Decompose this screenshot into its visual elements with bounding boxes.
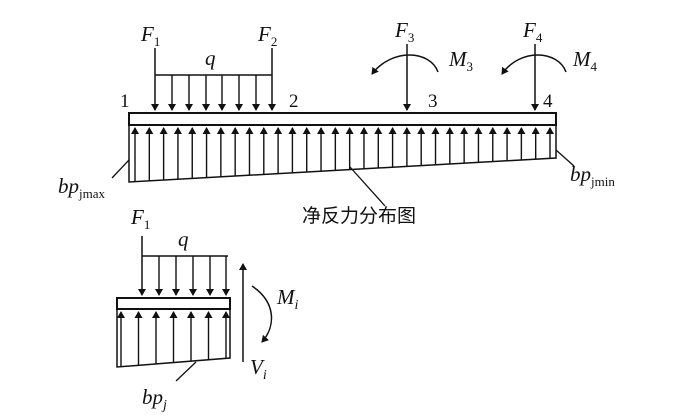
- f3-label: F3: [394, 18, 414, 45]
- vi-symbol: V: [250, 355, 265, 379]
- mi-label: Mi: [276, 285, 299, 313]
- distributed-load-arrows: [168, 75, 260, 111]
- diagram-caption: 净反力分布图: [302, 205, 416, 227]
- f2-label: F2: [257, 22, 277, 49]
- vi-label: Vi: [250, 355, 267, 383]
- bp-max-label: bpjmax: [58, 174, 105, 201]
- mi-symbol: M: [276, 285, 296, 309]
- m3-symbol: M: [448, 47, 468, 71]
- m3-subscript: 3: [467, 59, 474, 74]
- bp-min-subscript: jmin: [590, 174, 615, 189]
- upper-beam: [128, 112, 557, 126]
- bp-max-subscript: jmax: [78, 186, 105, 201]
- lower-q-label: q: [178, 227, 189, 251]
- lower-reaction-arrows: [117, 311, 230, 367]
- node-3-label: 3: [428, 91, 438, 112]
- f3-symbol: F: [394, 18, 408, 42]
- vi-subscript: i: [263, 368, 267, 383]
- bpmax-leader: [111, 159, 130, 179]
- f1-label: F1: [140, 22, 160, 49]
- bpj-subscript: j: [161, 398, 167, 413]
- lower-beam: [116, 297, 231, 310]
- bp-max-symbol: bp: [58, 174, 79, 198]
- lower-f1-label: F1: [130, 205, 150, 232]
- f3-subscript: 3: [408, 30, 415, 45]
- m4-label: M4: [572, 47, 598, 74]
- bpmin-leader: [555, 149, 575, 167]
- f1-subscript: 1: [154, 34, 161, 49]
- f4-label: F4: [522, 18, 543, 45]
- f2-subscript: 2: [271, 34, 278, 49]
- bpj-leader: [175, 361, 197, 382]
- m4-symbol: M: [572, 47, 592, 71]
- f4-symbol: F: [522, 18, 536, 42]
- m3-moment-arc: [371, 54, 439, 75]
- node-2-label: 2: [289, 91, 299, 112]
- m3-label: M3: [448, 47, 473, 74]
- q-label: q: [205, 46, 216, 70]
- node-4-label: 4: [543, 91, 553, 112]
- f2-symbol: F: [257, 22, 271, 46]
- f4-subscript: 4: [536, 30, 543, 45]
- mi-subscript: i: [295, 298, 299, 313]
- bp-min-symbol: bp: [570, 162, 591, 186]
- reaction-arrows: [131, 127, 554, 182]
- caption-leader: [349, 166, 386, 207]
- m4-subscript: 4: [591, 59, 598, 74]
- lower-distributed-load-arrows: [155, 256, 230, 296]
- bp-min-label: bpjmin: [570, 162, 615, 189]
- mi-moment-arc: [251, 285, 273, 343]
- node-1-label: 1: [120, 91, 130, 112]
- bpj-label: bpj: [142, 385, 167, 413]
- bpj-symbol: bp: [142, 385, 163, 409]
- lower-f1-subscript: 1: [144, 217, 151, 232]
- f1-symbol: F: [140, 22, 154, 46]
- m4-moment-arc: [501, 54, 567, 75]
- lower-f1-symbol: F: [130, 205, 144, 229]
- reaction-outline: [128, 125, 557, 183]
